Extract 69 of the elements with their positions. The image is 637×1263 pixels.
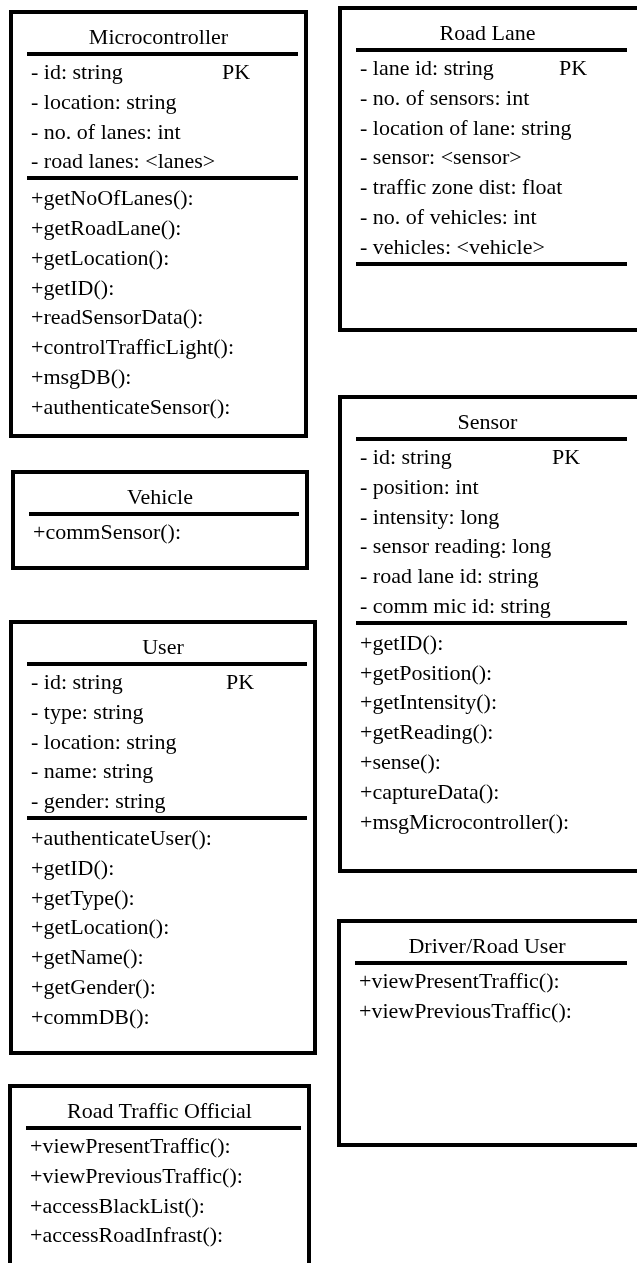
attribute-text: - gender: string (31, 788, 166, 815)
attribute-text: - sensor reading: long (360, 533, 552, 560)
method-text: +readSensorData(): (31, 304, 204, 331)
attribute-text: - location: string (31, 88, 177, 115)
method-text: +authenticateSensor(): (31, 393, 231, 420)
key-label: PK (559, 55, 588, 81)
attribute-text: - location: string (31, 728, 177, 755)
method-text: +authenticateUser(): (31, 825, 212, 851)
attribute-text: - id: string (360, 444, 452, 470)
class-name: Vehicle (126, 484, 194, 510)
method-text: +getReading(): (360, 719, 494, 746)
class-name: Microcontroller (87, 24, 230, 50)
class-name: Driver/Road User (407, 933, 567, 959)
attribute-text: - id: string (31, 59, 123, 85)
class-box (337, 919, 637, 1147)
class-box (11, 470, 309, 570)
attribute-text: - no. of lanes: int (31, 118, 181, 145)
key-label: PK (222, 59, 251, 85)
attribute-text: - id: string (31, 669, 123, 695)
class-name: Road Traffic Official (66, 1098, 253, 1124)
method-text: +commSensor(): (33, 519, 182, 545)
attribute-text: - vehicles: <vehicle> (360, 233, 545, 260)
attribute-text: - traffic zone dist: float (360, 174, 563, 201)
method-text: +viewPreviousTraffic(): (30, 1162, 243, 1189)
class-box (338, 6, 637, 332)
attribute-text: - type: string (31, 698, 144, 725)
method-text: +getPosition(): (360, 659, 493, 686)
method-text: +getID(): (31, 274, 115, 301)
attribute-text: - road lane id: string (360, 563, 539, 590)
class-name: Sensor (456, 409, 519, 435)
method-text: +getGender(): (31, 974, 156, 1000)
method-text: +accessRoadInfrast(): (30, 1222, 224, 1249)
key-label: PK (552, 444, 581, 470)
class-name: Road Lane (438, 20, 537, 46)
class-box (9, 10, 308, 438)
class-box (338, 395, 637, 873)
method-text: +getID(): (360, 629, 444, 656)
method-text: +viewPresentTraffic(): (30, 1133, 231, 1159)
attribute-text: - no. of sensors: int (360, 84, 530, 111)
attribute-text: - position: int (360, 473, 479, 500)
method-text: +getRoadLane(): (31, 215, 182, 241)
attribute-text: - road lanes: <lanes> (31, 148, 216, 175)
method-text: +controlTrafficLight(): (31, 334, 235, 361)
class-box (9, 620, 317, 1055)
method-text: +getLocation(): (31, 914, 170, 941)
method-text: +msgDB(): (31, 364, 132, 390)
method-text: +getLocation(): (31, 244, 170, 271)
method-text: +msgMicrocontroller(): (360, 808, 570, 835)
key-label: PK (226, 669, 255, 695)
method-text: +viewPresentTraffic(): (359, 968, 560, 994)
method-text: +commDB(): (31, 1003, 150, 1030)
method-text: +sense(): (360, 749, 441, 775)
attribute-text: - lane id: string (360, 55, 494, 81)
attribute-text: - intensity: long (360, 503, 500, 530)
attribute-text: - sensor: <sensor> (360, 144, 522, 171)
method-text: +viewPreviousTraffic(): (359, 997, 572, 1024)
method-text: +captureData(): (360, 778, 500, 805)
attribute-text: - name: string (31, 758, 154, 785)
attribute-text: - no. of vehicles: int (360, 204, 537, 230)
method-text: +getName(): (31, 944, 144, 971)
attribute-text: - location of lane: string (360, 114, 572, 141)
method-text: +getType(): (31, 884, 135, 911)
attribute-text: - comm mic id: string (360, 593, 551, 619)
class-box (8, 1084, 311, 1263)
method-text: +accessBlackList(): (30, 1192, 205, 1219)
class-name: User (141, 634, 185, 660)
method-text: +getIntensity(): (360, 689, 498, 716)
method-text: +getID(): (31, 854, 115, 881)
method-text: +getNoOfLanes(): (31, 185, 194, 212)
